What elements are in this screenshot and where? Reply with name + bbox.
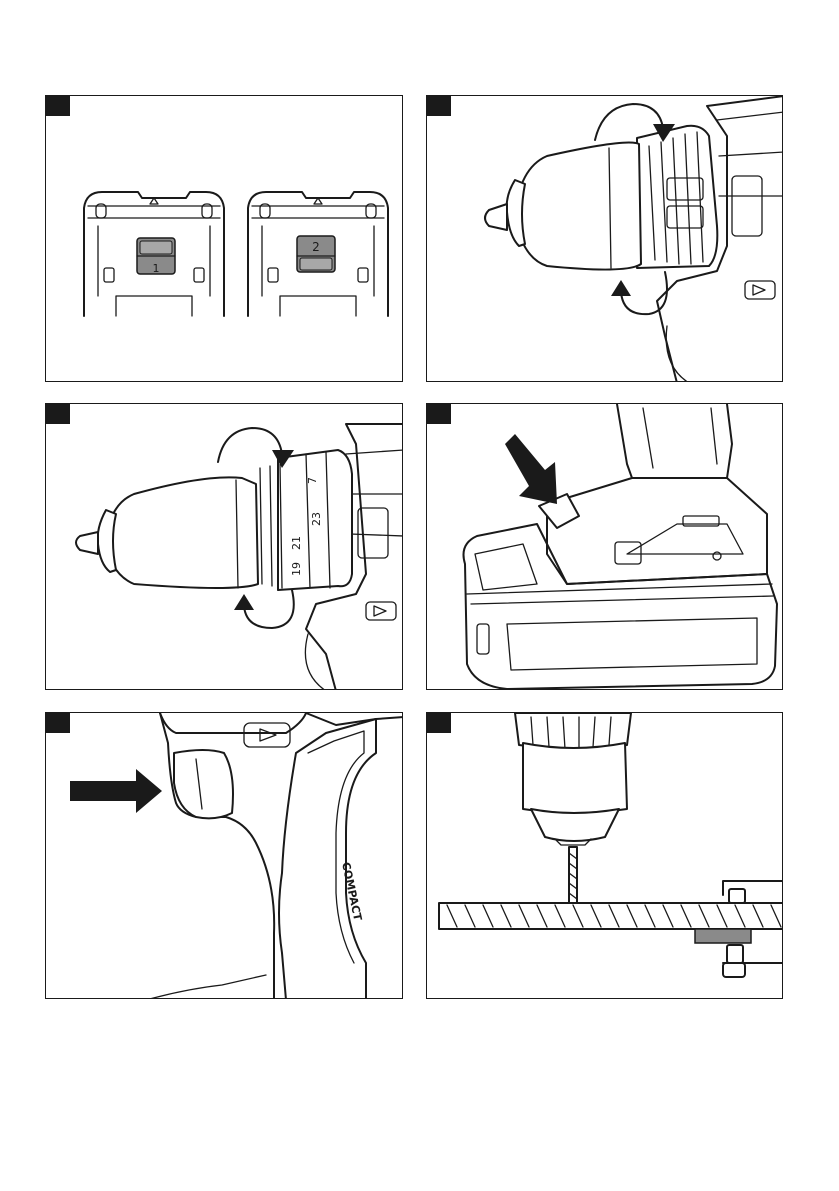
gear-selector-illustration: 1 2 [46,96,403,382]
panel-battery-release [426,403,783,690]
panel-gear-selector: 1 2 [45,95,403,382]
chuck-rotation-illustration [427,96,783,382]
gear-view-2: 2 [248,192,388,316]
panel-torque-setting: 19 21 23 7 [45,403,403,690]
compact-label: COMPACT [339,861,364,922]
panel-trigger: COMPACT [45,712,403,999]
panel-drilling [426,712,783,999]
clutch-number-23: 23 [310,512,323,526]
clutch-number-19: 19 [290,562,303,576]
trigger-illustration: COMPACT [46,713,403,999]
clutch-number-21: 21 [290,536,303,550]
battery-release-illustration [427,404,783,690]
gear-2-label: 2 [312,240,320,254]
panel-chuck-rotation [426,95,783,382]
torque-setting-illustration: 19 21 23 7 [46,404,403,690]
clutch-number-7: 7 [306,477,319,484]
gear-1-label: 1 [153,262,160,275]
drilling-illustration [427,713,783,999]
gear-view-1: 1 [84,192,224,316]
